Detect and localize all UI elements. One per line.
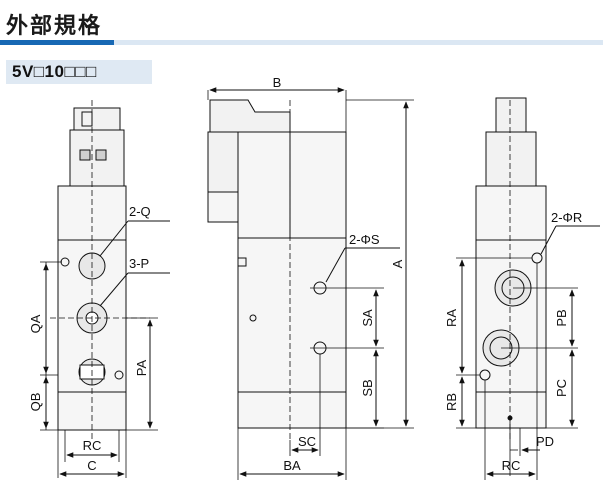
label-ports-2q: 2-Q	[129, 204, 151, 219]
side-coil-cap	[209, 99, 291, 133]
side-valve-body	[237, 131, 347, 429]
label-qa: QA	[28, 314, 43, 333]
front-view	[40, 100, 170, 478]
right-connector-body	[485, 131, 537, 191]
right-pilot-block	[475, 185, 547, 241]
label-ra: RA	[444, 309, 459, 327]
label-pc: PC	[554, 379, 569, 397]
front-connector-cap	[73, 107, 121, 131]
model-number: 5V□10□□□	[12, 62, 97, 81]
model-number-box: 5V□10□□□	[6, 60, 152, 84]
side-view	[207, 87, 414, 480]
title-underline-accent	[0, 40, 114, 45]
label-sb: SB	[360, 379, 375, 396]
port-view	[456, 97, 600, 480]
label-rc-front: RC	[83, 438, 102, 453]
label-ba: BA	[283, 458, 301, 473]
label-pa: PA	[134, 359, 149, 376]
label-b: B	[273, 75, 282, 90]
label-pd: PD	[536, 434, 554, 449]
label-rc-right: RC	[502, 458, 521, 473]
label-pb: PB	[554, 309, 569, 326]
right-connector-cap	[495, 97, 527, 133]
title-underline-rule	[114, 40, 603, 45]
section-title: 外部規格	[6, 14, 103, 39]
label-ports-3p: 3-P	[129, 256, 149, 271]
label-sa: SA	[360, 309, 375, 327]
label-c: C	[87, 458, 96, 473]
label-a: A	[390, 259, 405, 268]
section-header: 外部規格	[0, 0, 603, 46]
label-rb: RB	[444, 393, 459, 411]
label-holes-2s: 2-ΦS	[349, 232, 380, 247]
label-holes-2r: 2-ΦR	[551, 210, 582, 225]
label-sc: SC	[298, 434, 316, 449]
label-qb: QB	[28, 393, 43, 412]
